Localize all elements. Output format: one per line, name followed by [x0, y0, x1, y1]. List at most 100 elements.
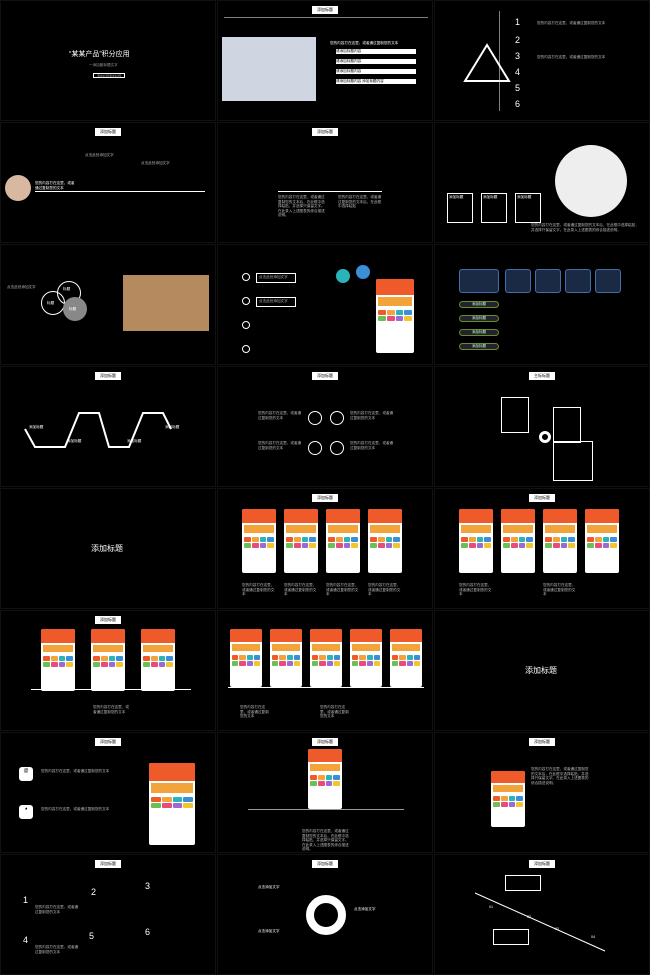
app-tile-grid: [91, 654, 125, 669]
app-tile: [239, 654, 246, 660]
text-frame: [256, 297, 296, 307]
pair-text: 您的内容打在这里，或者通过复制您的文本: [350, 411, 394, 420]
slide-venn-photo[interactable]: 标题 标题 标题 点击此处添加文字: [0, 244, 216, 365]
app-tile: [406, 654, 413, 660]
slide-numbered-list[interactable]: 1 2 3 4 5 6 您的内容打在这里，或者通过复制您的文本 您的内容打在这里…: [434, 0, 650, 121]
app-tile: [172, 796, 183, 802]
map-list-item: 请添加标题内容: [336, 59, 416, 64]
app-phone: [230, 629, 262, 687]
list-icon: [242, 273, 250, 281]
slide-button-grid[interactable]: 添加标题 添加标题 添加标题 添加标题: [434, 244, 650, 365]
app-tile: [385, 542, 393, 548]
app-tile: [594, 536, 602, 542]
app-tile: [510, 542, 518, 548]
app-tile: [158, 662, 166, 668]
slide-photo-boxes[interactable]: 添加标题 添加标题 添加标题 您的内容打在这里，或者通过复制您的文本后，在此框中…: [434, 122, 650, 243]
slide-tag: 添加标题: [95, 860, 121, 868]
app-tile: [373, 660, 380, 666]
slide-tag: 添加标题: [529, 860, 555, 868]
app-tile: [310, 781, 317, 787]
app-tile: [150, 656, 158, 662]
slide-four-phones[interactable]: 添加标题 您的内容打在这里，或者通过复制您的文本 您的内容打在这里，或者通过复制…: [217, 488, 433, 609]
slide-cover[interactable]: “某某产品”积分应用 一添加副标题文字 添加标题添加标题: [0, 0, 216, 121]
slide-tag: 添加标题: [529, 738, 555, 746]
app-tile-grid: [350, 653, 382, 668]
app-tile: [166, 656, 173, 662]
app-tile: [602, 536, 610, 542]
tag-pill[interactable]: 添加标题: [459, 329, 499, 336]
app-tile: [293, 660, 300, 666]
map-list-item: 请添加标题内容: [336, 69, 416, 74]
slide-icon-pairs[interactable]: 添加标题 您的内容打在这里，或者通过复制您的文本 您的内容打在这里，或者通过复制…: [217, 366, 433, 487]
app-tile: [404, 316, 412, 322]
app-tile: [161, 796, 172, 802]
frame-text: 点击此处添加文字: [259, 299, 288, 303]
timeline-num: 01: [489, 905, 493, 909]
app-tile: [333, 775, 340, 781]
list-number: 2: [91, 887, 97, 897]
app-tile: [116, 656, 123, 662]
slide-single-phone[interactable]: 添加标题 您的内容打在这里，或者通过复制您的文本后，在此框中选择粘贴，并选择只保…: [217, 732, 433, 853]
slide-diamond-text[interactable]: 添加标题 您的内容打在这里，或者通过复制您的文本后，在此框中选择粘贴，并选择只保…: [217, 122, 433, 243]
bubble: [356, 265, 370, 279]
slide-hexagons[interactable]: 添加标题 @ ◕ 您的内容打在这里，或者通过复制您的文本 您的内容打在这里，或者…: [0, 732, 216, 853]
app-tile: [251, 536, 259, 542]
slide-numbers-six[interactable]: 添加标题 1 2 3 4 5 6 您的内容打在这里，或者通过复制您的文本 您的内…: [0, 854, 216, 975]
slide-timeline-avatar[interactable]: 添加标题 您的内容打在这里，或者通过复制您的文本 点击此处添加文字 点击此处添加…: [0, 122, 216, 243]
tag-pill[interactable]: 添加标题: [459, 315, 499, 322]
app-tile: [267, 542, 274, 548]
app-tile: [560, 542, 568, 548]
list-icon: [242, 345, 250, 353]
slide-ring[interactable]: 添加标题 点击添加文字 点击添加文字 点击添加文字: [217, 854, 433, 975]
zigzag-line: [24, 412, 172, 448]
feature-icon: [308, 411, 322, 425]
slide-branch[interactable]: 主标标题: [434, 366, 650, 487]
app-tile: [500, 796, 508, 802]
slide-section-title[interactable]: 添加标题: [0, 488, 216, 609]
app-tile: [468, 542, 476, 548]
slide-phone-text[interactable]: 添加标题 您的内容打在这里，或者通过复制您的文本后，在此框中选择粘贴，并选择只保…: [434, 732, 650, 853]
app-tile: [301, 542, 309, 548]
slide-tag: 添加标题: [312, 128, 338, 136]
app-tile: [259, 536, 267, 542]
triangle-shape: [463, 43, 511, 82]
app-tile: [568, 536, 575, 542]
app-tile: [244, 542, 251, 548]
slide-icons-bubbles[interactable]: 点击此处添加文字 点击此处添加文字: [217, 244, 433, 365]
app-tile: [293, 536, 301, 542]
app-tile: [328, 536, 335, 542]
divider-line: [499, 11, 500, 111]
slide-section-title-2[interactable]: 添加标题: [434, 610, 650, 731]
app-tile: [386, 310, 395, 316]
app-tile: [50, 662, 58, 668]
tag-pill[interactable]: 添加标题: [459, 301, 499, 308]
list-number: 4: [23, 935, 29, 945]
slide-five-phones[interactable]: 您的内容打在这里，或者通过复制您的文本 您的内容打在这里，或者通过复制您的文本: [217, 610, 433, 731]
app-phone: [501, 509, 535, 573]
slide-four-phones-2[interactable]: 添加标题 您的内容打在这里，或者通过复制您的文本 您的内容打在这里，或者通过复制…: [434, 488, 650, 609]
app-phone: [149, 763, 195, 845]
slide-diagonal-timeline[interactable]: 添加标题 01 02 03 04: [434, 854, 650, 975]
app-tile: [259, 542, 267, 548]
caption: 您的内容打在这里，或者通过复制您的文本: [240, 705, 269, 719]
caption: 您的内容打在这里，或者通过复制您的文本: [93, 705, 129, 714]
cover-button[interactable]: 添加标题添加标题: [93, 73, 125, 78]
section-title: 添加标题: [91, 544, 123, 553]
app-tile: [545, 536, 552, 542]
slide-zigzag[interactable]: 添加标题 添加标题 添加标题 添加标题 添加标题: [0, 366, 216, 487]
app-tile: [594, 542, 602, 548]
box-title: 添加标题: [517, 195, 532, 199]
app-phone: [350, 629, 382, 687]
app-tile: [325, 781, 333, 787]
app-tile: [58, 656, 66, 662]
app-tile: [43, 656, 50, 662]
slide-three-phones[interactable]: 添加标题 您的内容打在这里，或者通过复制您的文本: [0, 610, 216, 731]
app-tile: [373, 654, 380, 660]
app-tile: [246, 660, 253, 666]
tag-pill[interactable]: 添加标题: [459, 343, 499, 350]
app-tile: [484, 542, 491, 548]
app-tile: [151, 796, 161, 802]
app-tile: [93, 656, 100, 662]
slide-map[interactable]: 添加标题 您的内容打在这里，或者通过复制您的文本 请添加标题内容 请添加标题内容…: [217, 0, 433, 121]
slide-tag: 添加标题: [95, 128, 121, 136]
